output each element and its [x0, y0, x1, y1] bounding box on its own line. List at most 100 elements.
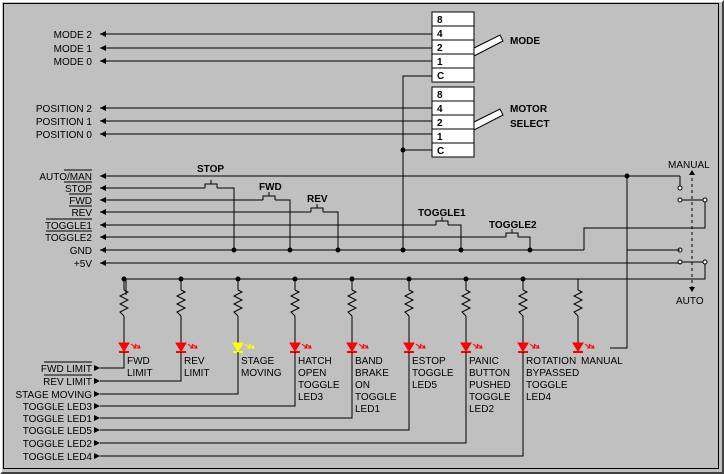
- led-label: LIMIT: [184, 368, 210, 379]
- led-emission-arrow: [419, 343, 426, 349]
- led-emission-arrow: [134, 343, 141, 349]
- mode-switch: 8 4 2 1 C MODE: [431, 11, 540, 83]
- selector-down-arrow: [689, 287, 695, 292]
- led-label: LED3: [298, 392, 323, 403]
- junction-dot: [400, 247, 406, 253]
- led-output-label: REV LIMIT: [43, 377, 92, 388]
- led-label: TOGGLE: [469, 392, 511, 403]
- led-label: BUTTON: [469, 368, 510, 379]
- led-emission-arrow: [244, 343, 251, 349]
- led-label: LED2: [469, 404, 494, 415]
- stop-button-label: STOP: [197, 164, 224, 175]
- rev-label: REV: [71, 208, 92, 219]
- switch-contact: [677, 197, 683, 203]
- resistor: [517, 289, 529, 317]
- led-emission-arrow: [191, 343, 198, 349]
- stop-button-contact: [204, 183, 218, 188]
- led-diode: [118, 342, 130, 352]
- fwd-button-wire: [275, 199, 291, 250]
- led-emission-arrow: [529, 343, 536, 349]
- mode-0-label: MODE 0: [54, 57, 93, 68]
- mode-pin-1: 1: [437, 57, 443, 68]
- led-label: STAGE: [241, 356, 274, 367]
- mode-1-label: MODE 1: [54, 44, 93, 55]
- rev-button-wire: [323, 211, 339, 250]
- mode-pin-c: C: [437, 71, 444, 82]
- stop-button: STOP: [197, 164, 237, 253]
- led-diode: [403, 342, 415, 352]
- led-emission-arrow: [187, 343, 194, 349]
- led-label: LED4: [526, 392, 551, 403]
- led-label: BYPASSED: [526, 368, 579, 379]
- gnd-label: GND: [70, 246, 92, 257]
- led-emission-arrow: [472, 343, 479, 349]
- auto-manual-selector: MANUAL AUTO: [125, 160, 710, 349]
- led-emission-arrow: [588, 343, 595, 349]
- toggle1-label: TOGGLE1: [45, 221, 92, 232]
- motor-pin-4: 4: [437, 104, 443, 115]
- position-1-label: POSITION 1: [36, 117, 93, 128]
- led-emission-arrow: [415, 343, 422, 349]
- led-diode: [572, 342, 584, 352]
- manual-label: MANUAL: [668, 160, 710, 171]
- junction-dot: [231, 247, 237, 253]
- mode-pin-2: 2: [437, 43, 443, 54]
- junction-dot: [400, 147, 406, 153]
- led-output-label: TOGGLE LED5: [23, 426, 93, 437]
- led-diode: [232, 342, 244, 352]
- led-label: OPEN: [298, 368, 326, 379]
- toggle1-button-wire: [448, 224, 462, 250]
- junction-dot: [458, 247, 464, 253]
- led-label: TOGGLE: [526, 380, 568, 391]
- resistor: [572, 289, 584, 317]
- led-label: PUSHED: [469, 380, 511, 391]
- resistor: [403, 289, 415, 317]
- led-label: TOGGLE: [412, 368, 454, 379]
- led-output-wire: [94, 352, 524, 459]
- selector-up-arrow: [689, 170, 695, 175]
- mode-switch-label: MODE: [510, 36, 540, 47]
- resistor: [346, 289, 358, 317]
- resistor: [232, 289, 244, 317]
- motor-select-switch: 8 4 2 1 C MOTOR SELECT: [431, 86, 549, 158]
- led-label: BRAKE: [355, 368, 389, 379]
- toggle1-button-label: TOGGLE1: [418, 208, 466, 219]
- led-diode: [175, 342, 187, 352]
- stop-label: STOP: [65, 184, 92, 195]
- window-border: [3, 3, 719, 469]
- junction-dot: [287, 247, 293, 253]
- motor-pin-c: C: [437, 146, 444, 157]
- led-label: TOGGLE: [298, 380, 340, 391]
- led-output-wire: [94, 352, 296, 409]
- resistor: [118, 289, 130, 317]
- auto-label: AUTO: [676, 296, 704, 307]
- mode-signal-lines: MODE 2 MODE 1 MODE 0: [54, 30, 432, 68]
- led-label: PANIC: [469, 356, 499, 367]
- mode-2-label: MODE 2: [54, 30, 93, 41]
- led-emission-arrow: [130, 343, 137, 349]
- led-output-label: TOGGLE LED3: [23, 402, 93, 413]
- led-label: ESTOP: [412, 356, 446, 367]
- led-output-label: TOGGLE LED1: [23, 414, 93, 425]
- resistor: [289, 289, 301, 317]
- led-emission-arrow: [476, 343, 483, 349]
- rev-button: REV: [307, 194, 341, 253]
- motor-knob: [473, 108, 504, 131]
- switch-contact: [702, 259, 708, 265]
- switch-contact: [677, 185, 683, 191]
- fwd-button-contact: [262, 195, 276, 200]
- motor-switch-label-2: SELECT: [510, 119, 549, 130]
- toggle2-button-wire: [518, 236, 531, 250]
- led-output-wire: [94, 352, 410, 433]
- toggle1-button-contact: [435, 220, 449, 225]
- led-output-label: STAGE MOVING: [16, 390, 93, 401]
- plus5v-label: +5V: [74, 259, 92, 270]
- position-2-label: POSITION 2: [36, 104, 93, 115]
- led-diode: [517, 342, 529, 352]
- resistor: [175, 289, 187, 317]
- led-output-label: TOGGLE LED2: [23, 439, 93, 450]
- selector-wire: [583, 202, 706, 250]
- position-0-label: POSITION 0: [36, 130, 93, 141]
- toggle2-button-label: TOGGLE2: [489, 220, 537, 231]
